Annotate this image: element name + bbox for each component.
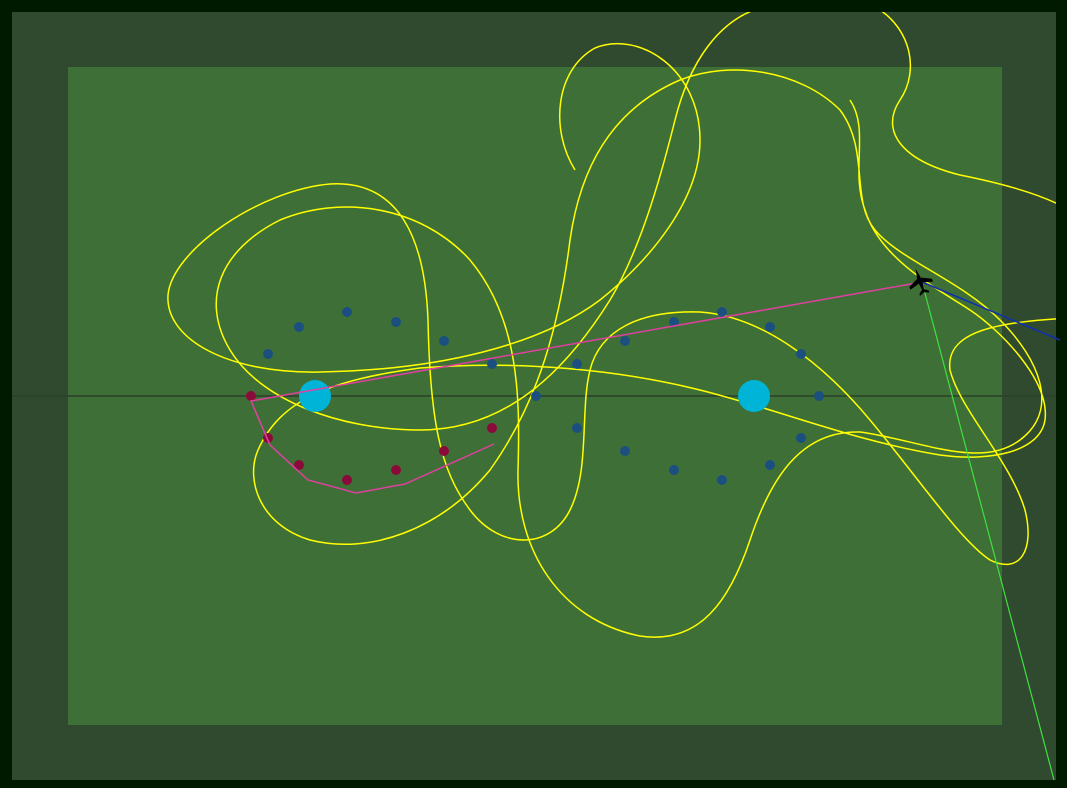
waypoint-active (439, 446, 449, 456)
waypoint (342, 307, 352, 317)
airplane-icon[interactable] (904, 265, 936, 299)
waypoint-active (294, 460, 304, 470)
target-right (738, 380, 770, 412)
waypoint (796, 349, 806, 359)
target-left (299, 380, 331, 412)
waypoints-red (246, 391, 497, 485)
waypoint (765, 322, 775, 332)
waypoint (531, 391, 541, 401)
waypoint (796, 433, 806, 443)
waypoint (572, 423, 582, 433)
waypoint (487, 359, 497, 369)
waypoint (620, 336, 630, 346)
bearing-line (921, 281, 1055, 781)
planned-route (249, 281, 923, 494)
waypoint-active (342, 475, 352, 485)
waypoint (669, 317, 679, 327)
waypoint (814, 391, 824, 401)
waypoint (572, 359, 582, 369)
waypoint-active (391, 465, 401, 475)
waypoint (765, 460, 775, 470)
waypoint-active (487, 423, 497, 433)
waypoints-blue (263, 307, 824, 485)
waypoint (263, 349, 273, 359)
waypoint (669, 465, 679, 475)
waypoint (620, 446, 630, 456)
waypoint (717, 475, 727, 485)
waypoint (717, 307, 727, 317)
waypoint (439, 336, 449, 346)
waypoint (391, 317, 401, 327)
heading-line (921, 281, 1061, 341)
waypoint-active (246, 391, 256, 401)
waypoint (294, 322, 304, 332)
